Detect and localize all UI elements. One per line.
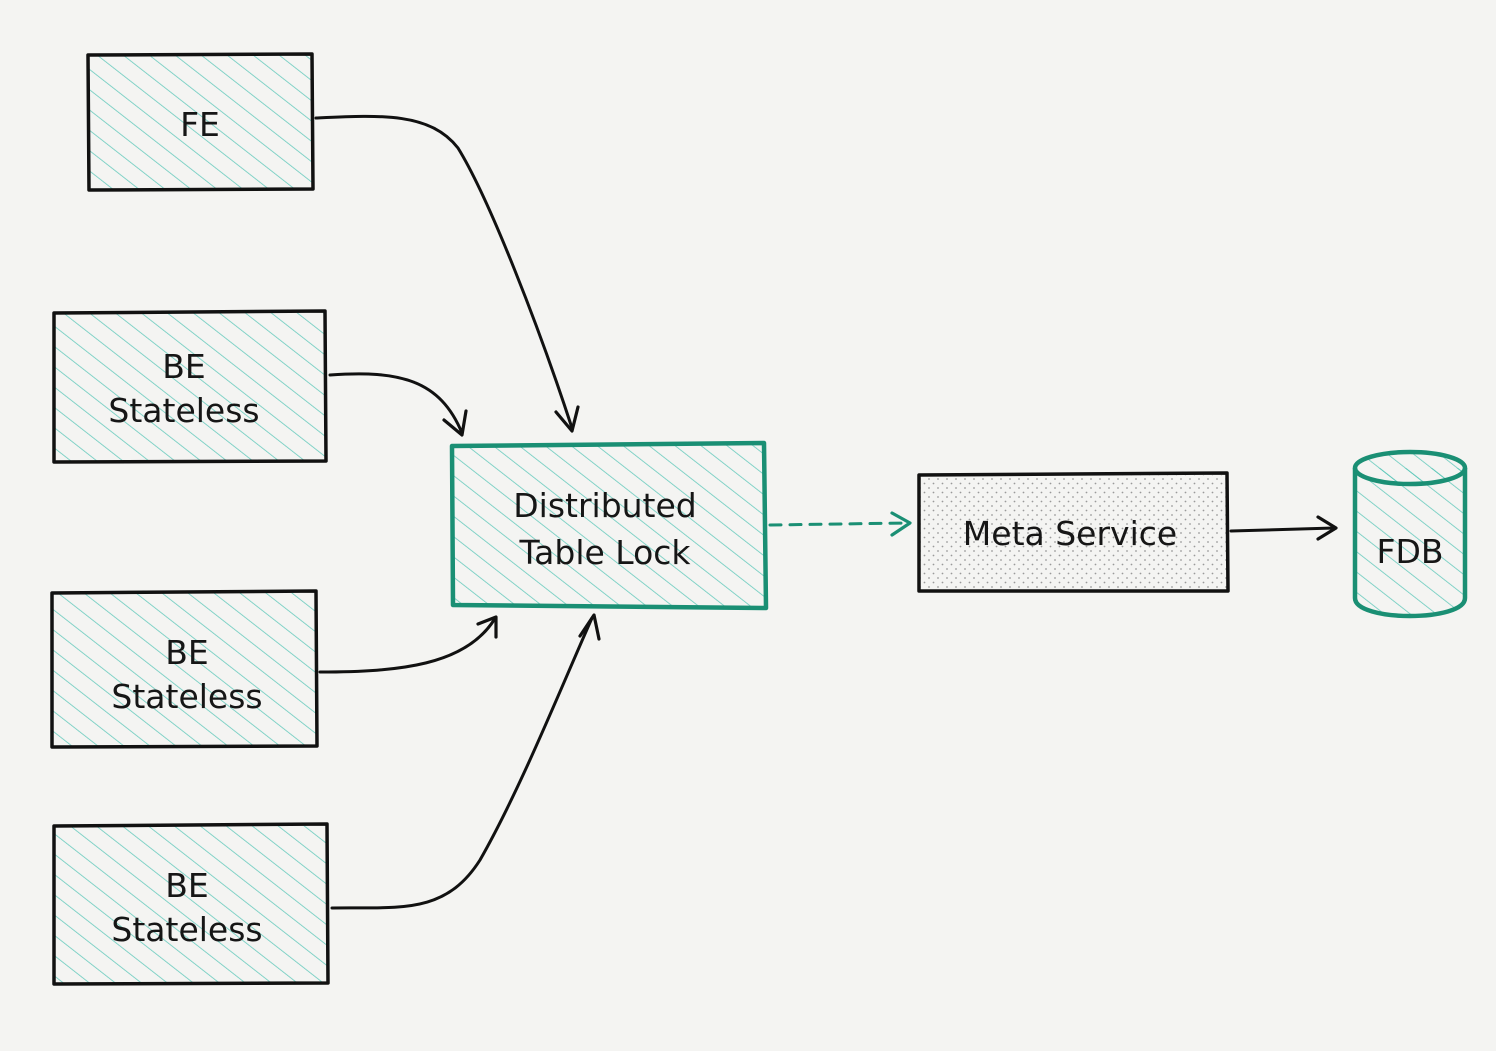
node-fe: FE [86, 52, 315, 192]
node-be3-label-line2: Stateless [111, 910, 262, 949]
node-fdb-label: FDB [1376, 532, 1443, 571]
node-distributed-table-lock: Distributed Table Lock [449, 440, 769, 611]
node-lock-label-line1: Distributed [513, 486, 697, 525]
node-be3-label-line1: BE [165, 866, 209, 905]
node-be1-label-line2: Stateless [108, 391, 259, 430]
node-fdb: FDB [1352, 449, 1468, 619]
edge-be3-to-lock [330, 613, 601, 910]
node-be2-label-line1: BE [165, 633, 209, 672]
edge-be1-to-lock [328, 372, 468, 437]
node-lock-label-line2: Table Lock [518, 533, 691, 572]
edge-fe-to-lock [314, 114, 580, 433]
node-be1-label-line1: BE [162, 347, 206, 386]
node-meta-label: Meta Service [963, 514, 1177, 553]
edge-lock-to-meta [768, 511, 912, 537]
node-be-stateless-2: BE Stateless [50, 589, 319, 749]
edge-be2-to-lock [318, 615, 498, 674]
node-meta-service: Meta Service [917, 471, 1230, 593]
node-fe-label: FE [180, 105, 220, 144]
node-be-stateless-1: BE Stateless [52, 309, 328, 464]
node-be-stateless-3: BE Stateless [52, 822, 330, 986]
node-be2-label-line2: Stateless [111, 677, 262, 716]
edge-meta-to-fdb [1229, 515, 1338, 541]
